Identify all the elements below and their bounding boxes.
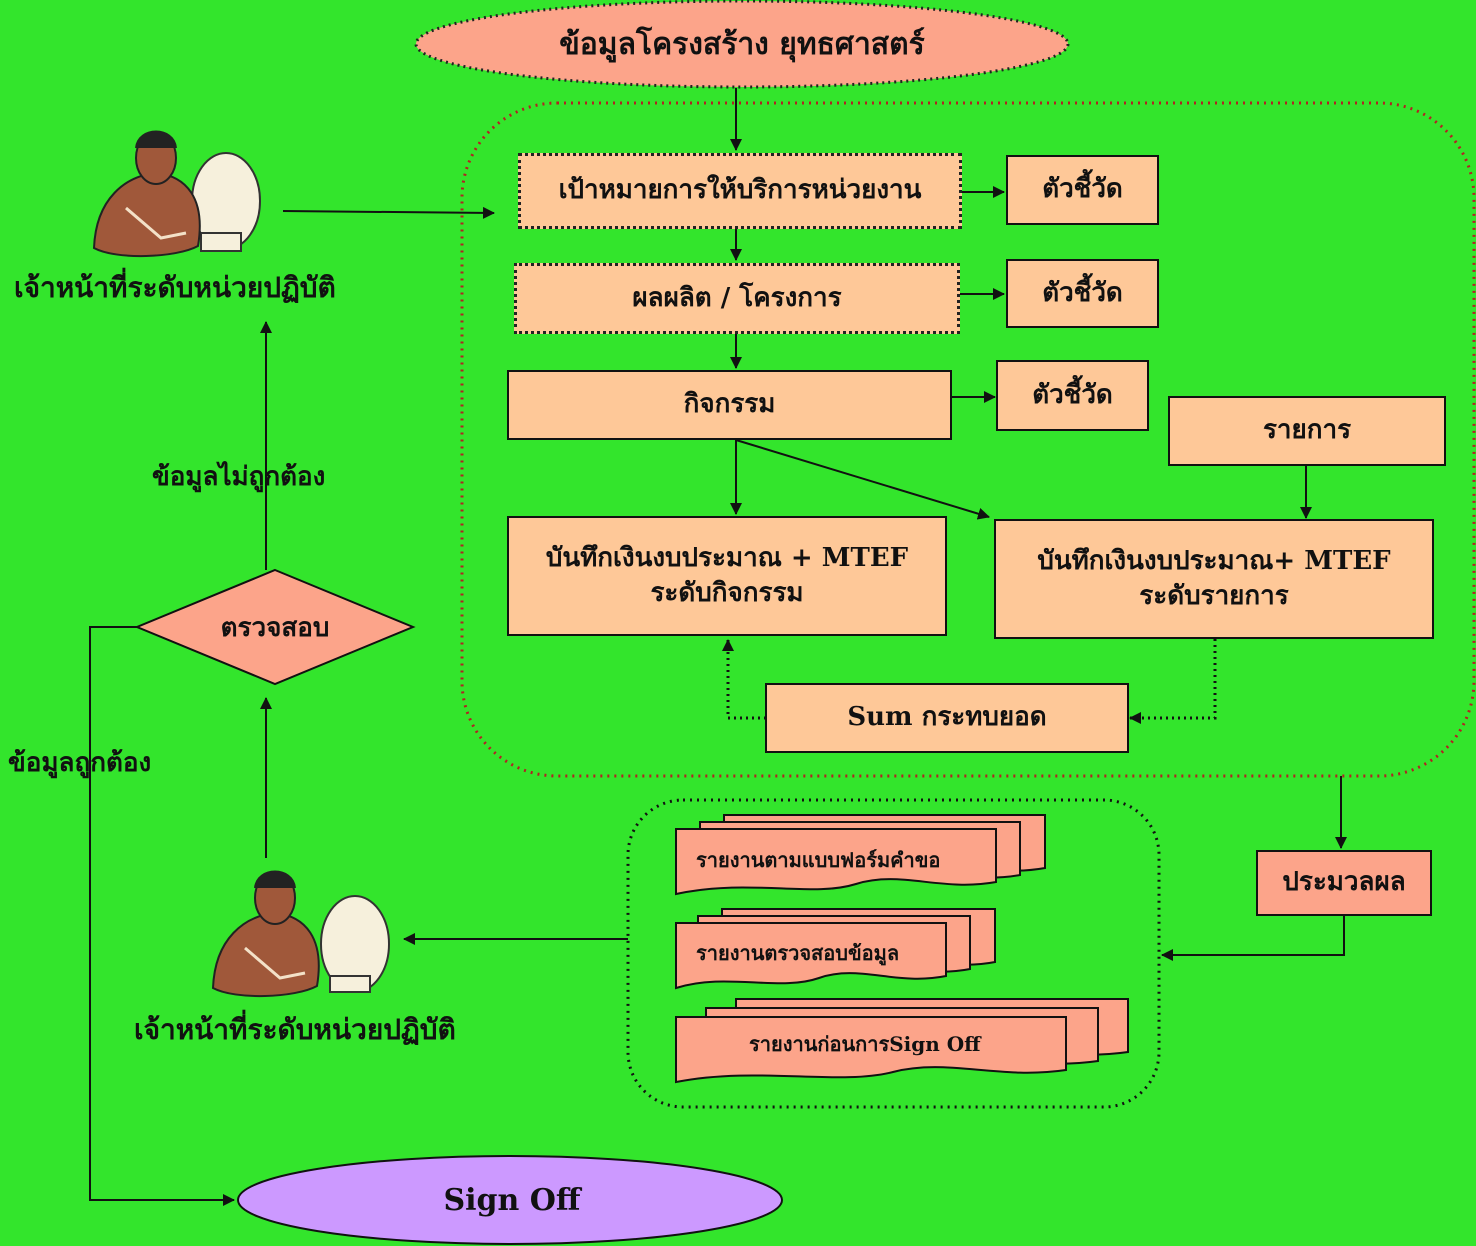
budget-activity-line2: ระดับกิจกรรม <box>650 578 804 608</box>
output-project-box: ผลผลิต / โครงการ <box>514 263 960 334</box>
correct-data-label: ข้อมูลถูกต้อง <box>8 748 152 778</box>
report-stack-2 <box>675 908 996 990</box>
sum-label: Sum กระทบยอด <box>847 702 1047 733</box>
check-label: ตรวจสอบ <box>220 612 330 643</box>
indicator-label-2: ตัวชี้วัด <box>1042 277 1123 308</box>
arrow-check-to-signoff <box>89 626 235 1206</box>
process-box: ประมวลผล <box>1256 850 1432 916</box>
activity-label: กิจกรรม <box>683 389 776 420</box>
officer-bottom-icon <box>211 870 390 998</box>
budget-activity-line1: บันทึกเงินงบประมาณ + MTEF <box>545 542 909 573</box>
report-stack-3 <box>675 998 1129 1084</box>
budget-items-box: บันทึกเงินงบประมาณ+ MTEF ระดับรายการ <box>994 519 1434 639</box>
indicator-box-3: ตัวชี้วัด <box>996 360 1149 431</box>
report-label-3: รายงานก่อนการSign Off <box>749 1032 981 1056</box>
report-stack-1 <box>675 814 1046 896</box>
items-box: รายการ <box>1168 396 1446 466</box>
reports-boundary <box>626 798 1161 1109</box>
officer-top-icon <box>92 130 261 258</box>
incorrect-data-label: ข้อมูลไม่ถูกต้อง <box>152 462 326 492</box>
report-label-1: รายงานตามแบบฟอร์มคำขอ <box>696 848 941 872</box>
sum-box: Sum กระทบยอด <box>765 683 1129 753</box>
budget-items-line2: ระดับรายการ <box>1139 581 1289 611</box>
indicator-box-1: ตัวชี้วัด <box>1006 155 1159 225</box>
title-text: ข้อมูลโครงสร้าง ยุทธศาสตร์ <box>559 26 925 62</box>
process-label: ประมวลผล <box>1282 867 1406 898</box>
dotted-budget-items-to-sum <box>1129 639 1217 724</box>
activity-box: กิจกรรม <box>507 370 952 440</box>
officer-bottom-label: เจ้าหน้าที่ระดับหน่วยปฏิบัติ <box>134 1013 456 1046</box>
sign-off-label: Sign Off <box>443 1182 581 1218</box>
budget-items-line1: บันทึกเงินงบประมาณ+ MTEF <box>1037 545 1391 576</box>
indicator-label-3: ตัวชี้วัด <box>1032 379 1113 410</box>
service-goal-box: เป้าหมายการให้บริการหน่วยงาน <box>518 153 962 229</box>
arrow-activity-to-budget-items <box>735 439 990 520</box>
sign-off-ellipse <box>237 1155 783 1245</box>
dotted-sum-to-budget-activity <box>722 639 766 720</box>
indicator-box-2: ตัวชี้วัด <box>1006 259 1159 328</box>
indicator-label-1: ตัวชี้วัด <box>1042 174 1123 205</box>
arrow-officer-to-boundary <box>282 206 495 219</box>
report-label-2: รายงานตรวจสอบข้อมูล <box>696 941 900 965</box>
check-diamond <box>134 568 416 686</box>
officer-top-label: เจ้าหน้าที่ระดับหน่วยปฏิบัติ <box>14 271 336 304</box>
output-project-label: ผลผลิต / โครงการ <box>632 282 842 313</box>
arrow-process-to-reports <box>1161 916 1345 961</box>
service-goal-label: เป้าหมายการให้บริการหน่วยงาน <box>558 175 922 206</box>
title-ellipse <box>414 0 1070 89</box>
process-boundary <box>460 101 1476 778</box>
items-label: รายการ <box>1262 415 1352 446</box>
budget-activity-box: บันทึกเงินงบประมาณ + MTEF ระดับกิจกรรม <box>507 516 947 636</box>
